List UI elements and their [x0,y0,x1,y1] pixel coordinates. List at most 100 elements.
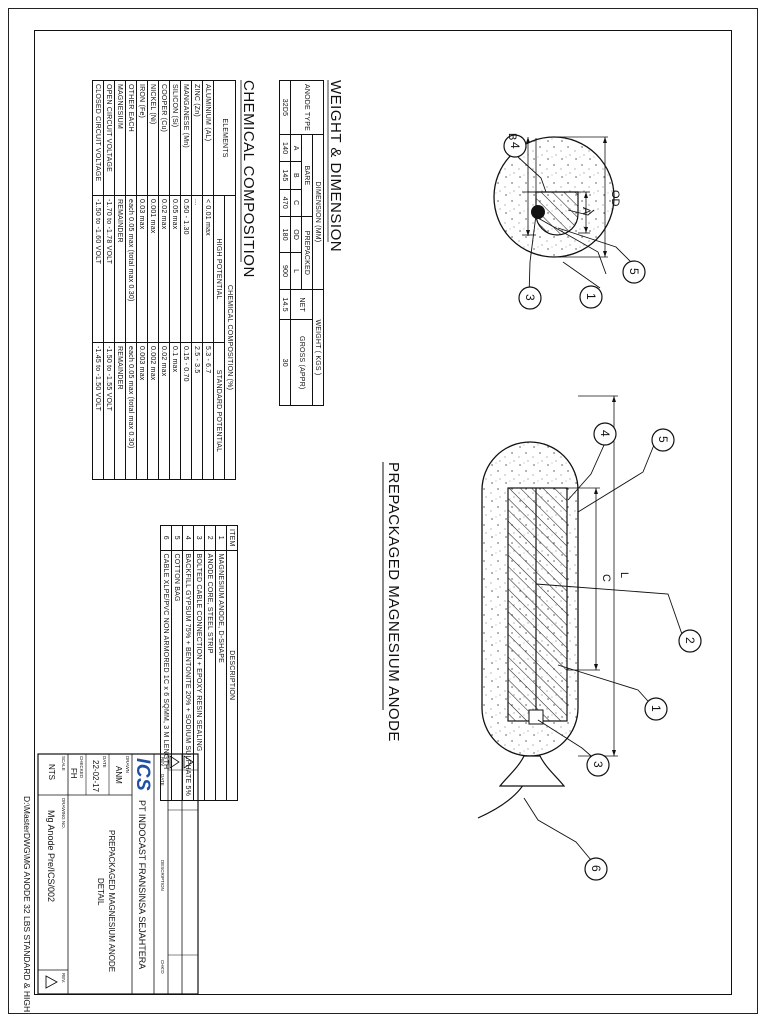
chem-element: CLOSED CIRCUIT VOLTAGE [92,80,104,196]
wt-row-b: 145 [279,161,291,190]
chem-high: 0.05 max [169,195,181,343]
item-col-description: DESCRIPTION [226,550,238,801]
chem-element: ZINC (Zn) [191,80,203,196]
table-row: 4 BACKFILL GYPSUM 75% + BENTONITE 20% + … [182,525,194,801]
wt-sub-gross: GROSS (APPR) [290,319,313,406]
chem-high: < 0.01 max [202,195,214,343]
wt-letter-b: B [290,161,302,190]
table-row: NICKEL (Ni) 0.001 max 0.002 max [147,80,159,480]
table-row: MANGANESE (Mn) 0.50 - 1.30 0.15 - 0.70 [180,80,192,480]
table-row: ALUMINIUM (AL) < 0.01 max 5.3 - 6.7 [202,80,214,480]
table-row: 2 ANODE CORE, STEEL STRIP [204,525,216,801]
sheet-border [8,8,758,1014]
chem-high: -1.50 to -1.60 VOLT [92,195,104,343]
chem-element: NICKEL (Ni) [147,80,159,196]
tb-date-value: 22-02-17 [91,760,100,793]
tb-date-label: DATE [160,774,165,786]
dim-label-c: C [600,574,612,582]
tb-scale-value: NTS [47,764,56,780]
chem-col-high: HIGH POTENTIAL [213,195,225,343]
chemical-composition-table: ELEMENTS CHEMICAL COMPOSITION (%) HIGH P… [92,80,236,480]
table-row: CLOSED CIRCUIT VOLTAGE -1.50 to -1.60 VO… [92,80,104,480]
chem-std: -1.45 to -1.50 VOLT [92,342,104,480]
callout-1-cross [579,285,603,309]
wt-row-net: 14.5 [279,289,291,320]
chem-std: 0.1 max [169,342,181,480]
item-description: BACKFILL GYPSUM 75% + BENTONITE 20% + SO… [182,550,194,801]
item-number: 3 [193,525,205,551]
item-number: 4 [182,525,194,551]
chem-element: OPEN CIRCUIT VOLTAGE [103,80,115,196]
main-title: PREPACKAGED MAGNESIUM ANODE [385,462,402,742]
item-description-table: ITEM DESCRIPTION 1 MAGNESIUM ANODE, D-SH… [160,525,238,801]
callout-1-side-label: 1 [649,705,663,712]
tb-scale-label: SCALE [61,756,66,771]
tb-drawing-no-label: DRAWING NO. [61,798,66,829]
callout-5-side-label: 5 [656,436,670,443]
section-weight-dimension: WEIGHT & DIMENSION [327,80,344,253]
dim-label-b: B [506,133,518,141]
chem-high: REMAINDER [114,195,126,343]
chem-std: -1.50 to -1.55 VOLT [103,342,115,480]
callout-6-side-label: 6 [589,865,603,872]
table-row: SILICON (Si) 0.05 max 0.1 max [169,80,181,480]
callout-5-cross [622,260,646,284]
chem-high: each 0.05 max (total max 0.30) [125,195,137,343]
tb-company-name: PT INDOCAST FRANSINSA SEJAHTERA [137,800,147,970]
chem-high: 0.001 max [147,195,159,343]
wt-sub-net: NET [290,289,313,320]
table-row: OPEN CIRCUIT VOLTAGE -1.70 to -1.78 VOLT… [103,80,115,480]
wt-letter-l: L [290,252,302,290]
wt-letter-a: A [290,134,302,162]
wt-sub-prepacked: PREPACKED [301,216,313,290]
dim-label-l: L [618,572,630,579]
weight-dimension-table: ANODE TYPE DIMENSION (MM) WEIGHT ( KGS )… [279,80,324,406]
table-row: 1 MAGNESIUM ANODE, D-SHAPE [215,525,227,801]
tb-drawn-value: ANM [114,766,123,784]
chem-high: 0.02 max [158,195,170,343]
callout-1-side [644,697,668,721]
callout-4-cross-label: 4 [508,142,522,149]
item-number: 1 [215,525,227,551]
item-number: 6 [160,525,172,551]
chem-high: 0.03 max [136,195,148,343]
tb-drawn-label: DRAWN [125,756,130,773]
callout-4-cross [503,134,527,158]
file-path: D:\MasterDWG\MG ANODE 32 LBS STANDARD & … [22,796,32,1013]
chem-col-elements: ELEMENTS [213,80,236,196]
chem-std: each 0.05 max (total max 0.30) [125,342,137,480]
wt-col-weight: WEIGHT ( KGS ) [312,289,324,406]
chem-high: ... [191,195,203,343]
chem-std: 5.3 - 6.7 [202,342,214,480]
callout-4-side [593,422,617,446]
table-row: MAGNESIUM REMAINDER REMAINDER [114,80,126,480]
tb-rev-label: REV [160,757,165,767]
callout-3-side [586,753,610,777]
callout-3-cross [518,286,542,310]
callout-6-side [584,857,608,881]
drawing-frame [34,30,732,995]
chem-element: SILICON (Si) [169,80,181,196]
tb-drawing-title-line1: PREPACKAGED MAGNESIUM ANODE [107,830,116,973]
item-col-item: ITEM [226,525,238,551]
wt-row-od: 180 [279,216,291,253]
wt-col-anode-type: ANODE TYPE [290,80,324,135]
callout-2-side [678,629,702,653]
chem-std: 2.5 - 3.5 [191,342,203,480]
title-block-frame [37,753,199,995]
item-description: ANODE CORE, STEEL STRIP [204,550,216,801]
chem-std: 0.003 max [136,342,148,480]
item-description: BOLTED CABLE CONNECTION + EPOXY RESIN SE… [193,550,205,801]
item-number: 5 [171,525,183,551]
callout-5-side [651,428,675,452]
chem-element: MANGANESE (Mn) [180,80,192,196]
wt-row-c: 470 [279,189,291,217]
table-row: 3 BOLTED CABLE CONNECTION + EPOXY RESIN … [193,525,205,801]
anode-body-hatched [507,487,568,722]
chem-std: 0.15 - 0.70 [180,342,192,480]
wt-sub-bare: BARE [301,134,313,217]
chem-element: ALUMINIUM (AL) [202,80,214,196]
section-chemical-composition: CHEMICAL COMPOSITION [240,80,257,278]
